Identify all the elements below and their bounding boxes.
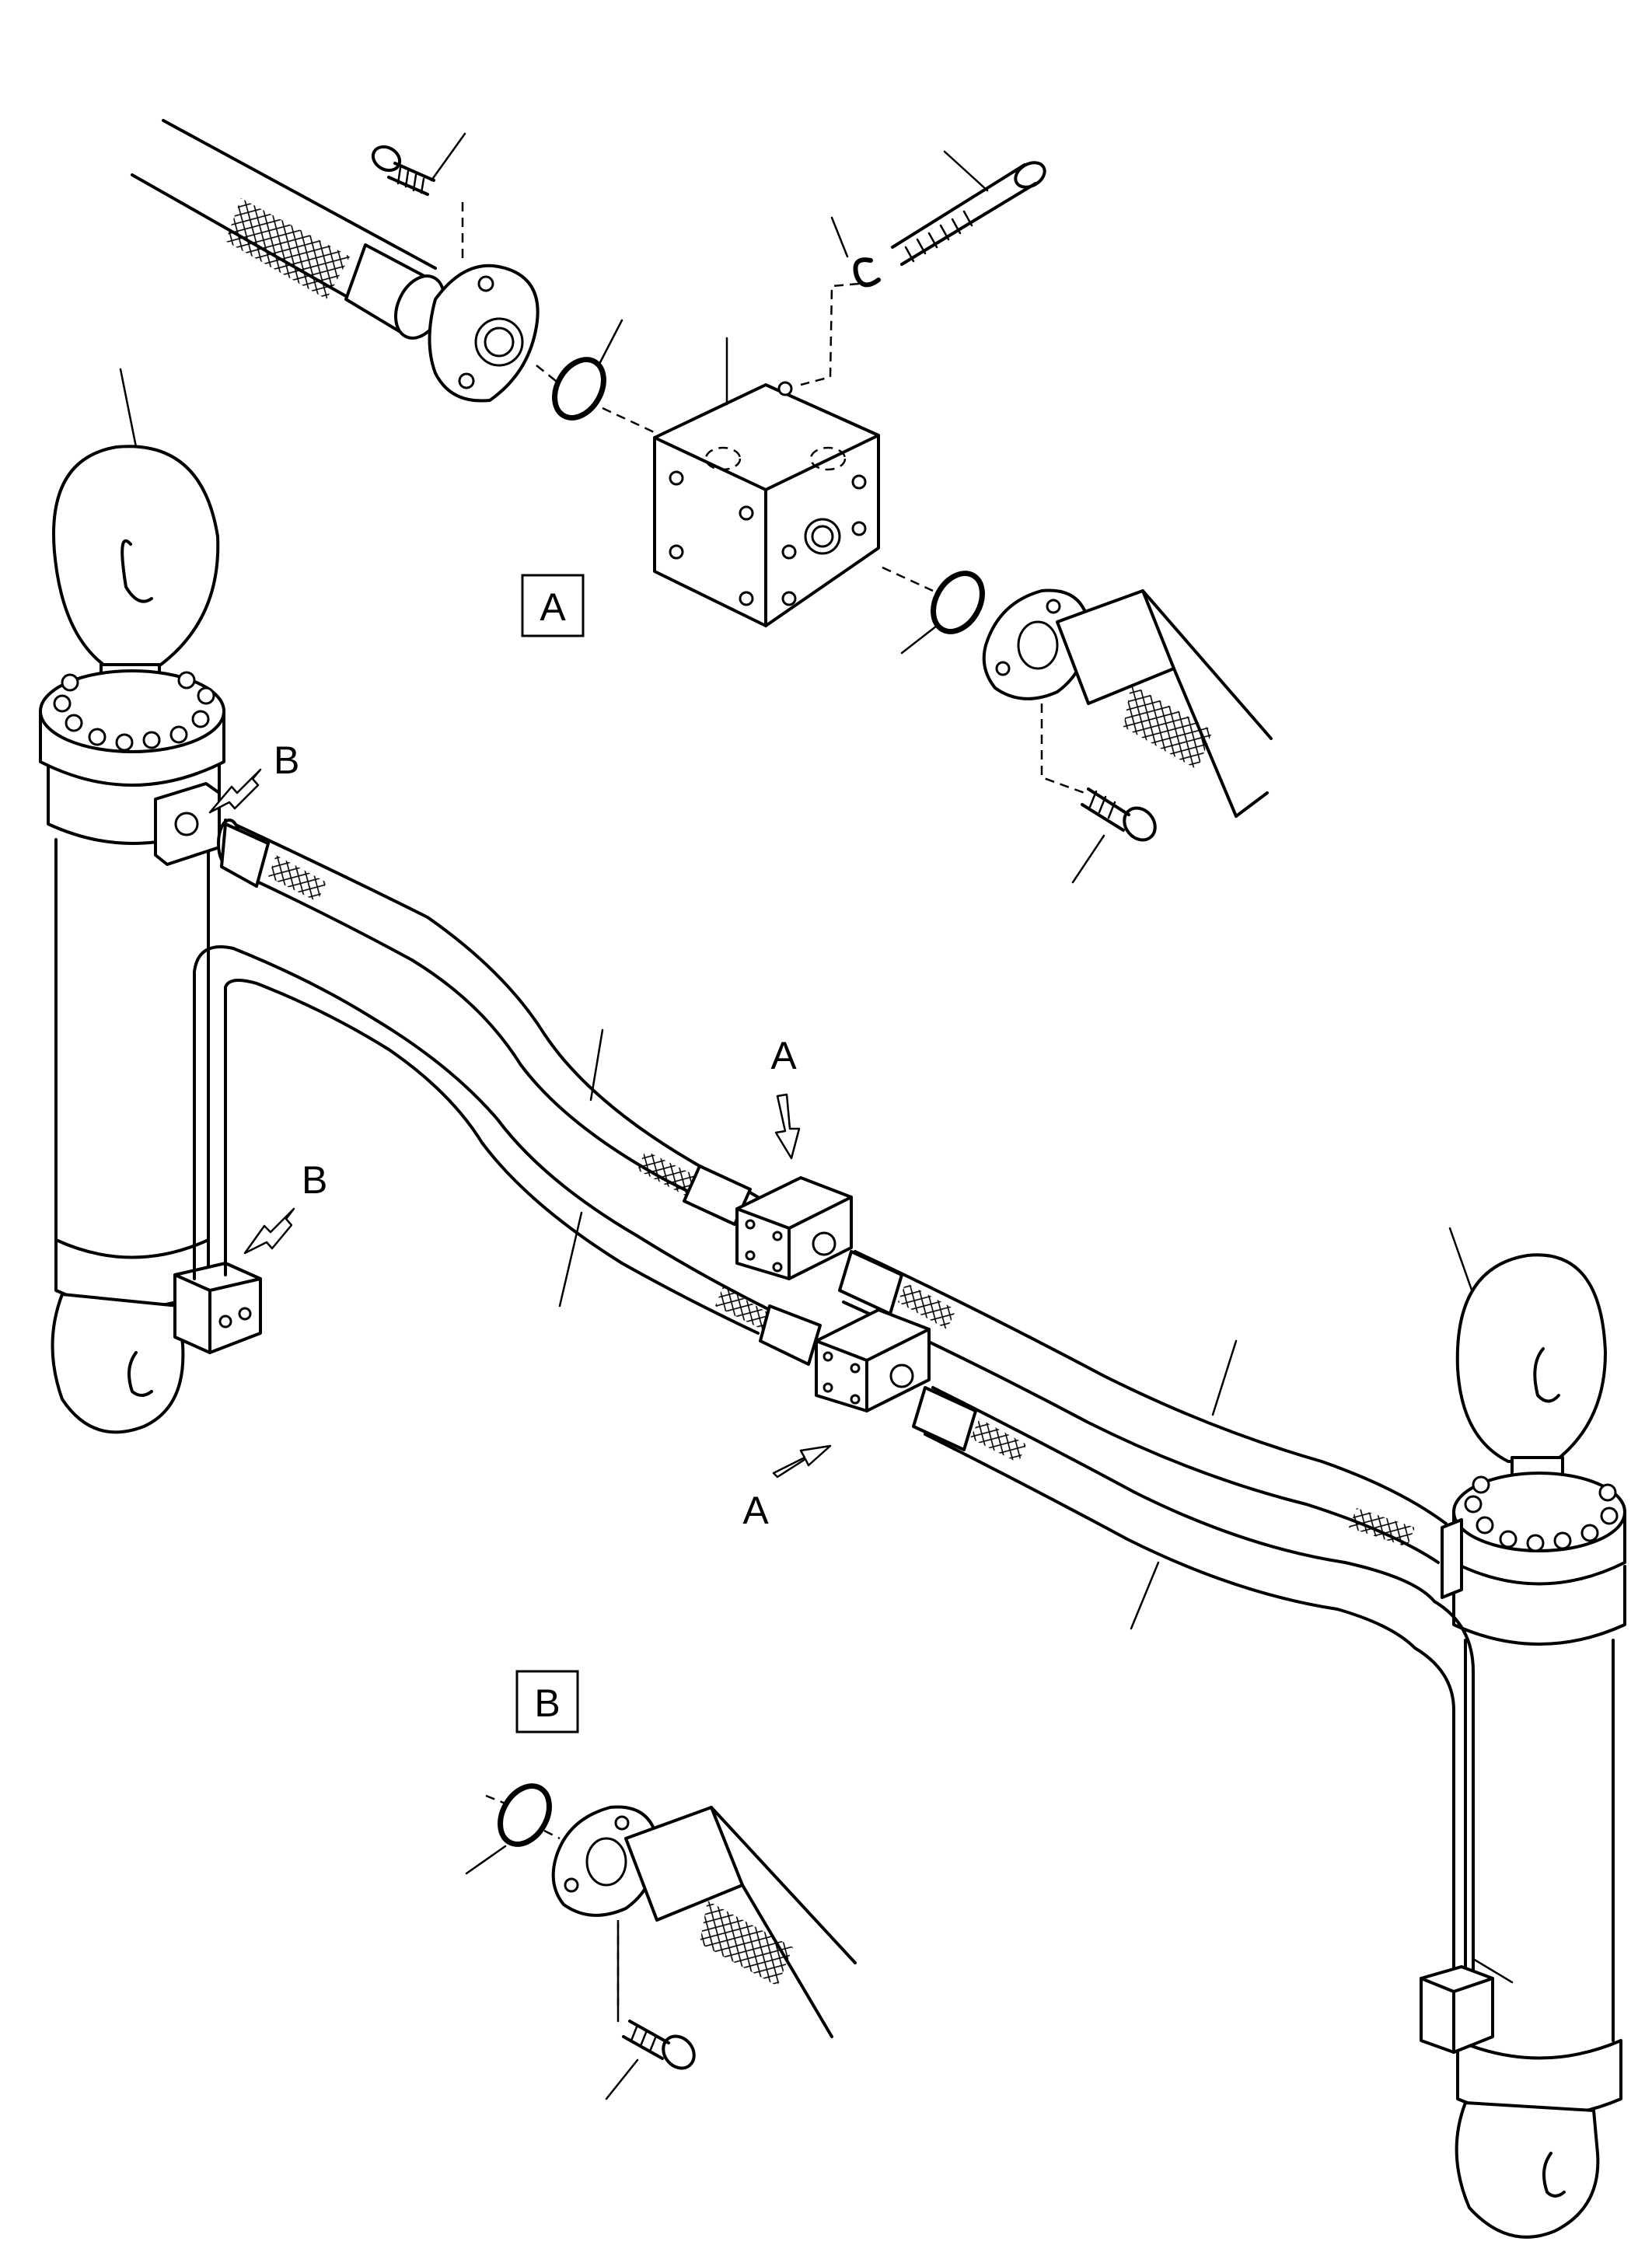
hose-routing xyxy=(193,819,1475,1976)
detail-b-label: B xyxy=(534,1681,560,1725)
detail-b-exploded-view: B xyxy=(465,1670,857,2100)
detail-a-label-box xyxy=(521,574,585,637)
arrow-a-lower xyxy=(772,1444,832,1479)
callout-b-upper: B xyxy=(274,738,299,782)
detail-b-label-box xyxy=(515,1670,579,1734)
center-valve-blocks xyxy=(735,1176,931,1412)
callout-arrows: B B A A xyxy=(208,738,832,1532)
callout-b-lower: B xyxy=(302,1158,327,1202)
arrow-b-lower xyxy=(243,1207,295,1255)
arrow-a-upper xyxy=(774,1093,801,1160)
callout-a-lower: A xyxy=(742,1489,769,1532)
detail-a-exploded-view: A xyxy=(131,119,1273,884)
right-hydraulic-cylinder xyxy=(1420,1227,1626,2239)
left-hydraulic-cylinder xyxy=(39,368,262,1434)
detail-a-label: A xyxy=(540,585,566,629)
arrow-b-upper xyxy=(208,768,262,814)
callout-a-upper: A xyxy=(770,1034,797,1077)
